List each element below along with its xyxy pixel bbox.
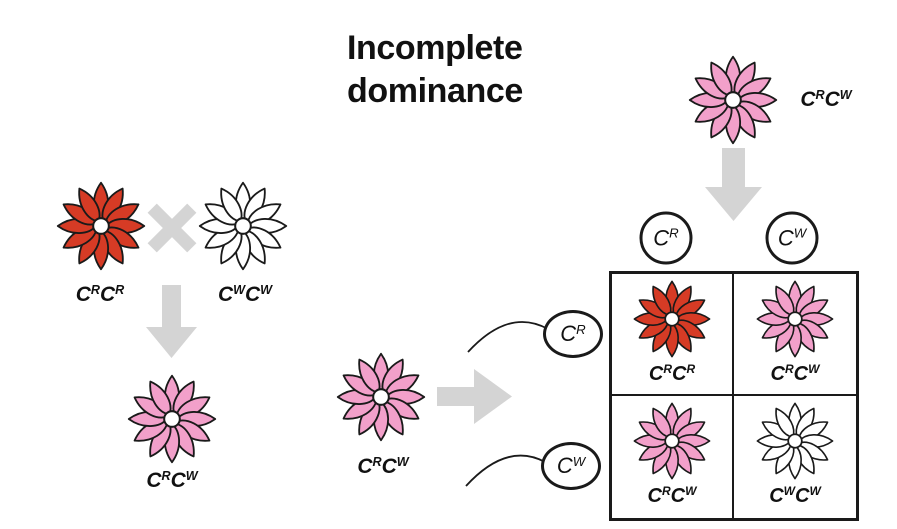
gene-symbol: C xyxy=(670,485,686,507)
punnett-parent-flower xyxy=(687,54,779,146)
gene-symbol: C xyxy=(381,455,397,478)
flower-icon xyxy=(633,280,711,358)
gene-symbol: C xyxy=(793,363,809,385)
gene-symbol: C xyxy=(560,321,577,346)
f1-self-flower xyxy=(335,351,427,443)
f1-flower xyxy=(126,373,218,465)
gene-symbol: C xyxy=(217,283,234,306)
cell-genotype-label: CRCW xyxy=(648,485,697,508)
cell-genotype-label: CWCW xyxy=(769,485,821,508)
punnett-square: CRCR CRCW CRCW CWCW xyxy=(609,271,859,521)
punnett-cell-flower xyxy=(755,401,835,481)
gene-symbol: C xyxy=(245,283,261,306)
allele-superscript: W xyxy=(783,484,795,499)
punnett-cell-3: CRCW xyxy=(612,396,734,518)
gene-symbol: C xyxy=(648,363,664,385)
gamete-curve-top xyxy=(467,321,549,353)
allele-superscript: R xyxy=(115,283,125,298)
column-gamete-circle-cr: CR xyxy=(639,211,693,265)
gamete-allele-label: CW xyxy=(778,225,806,251)
column-gamete-circle-cw: CW xyxy=(765,211,819,265)
gene-symbol: C xyxy=(146,469,162,492)
allele-superscript: W xyxy=(685,484,697,499)
allele-superscript: R xyxy=(669,225,679,241)
gene-symbol: C xyxy=(795,485,810,507)
punnett-cell-4: CWCW xyxy=(734,396,856,518)
allele-superscript: W xyxy=(396,455,409,470)
flower-icon xyxy=(756,402,834,480)
punnett-parent-genotype-label: CRCW xyxy=(800,88,851,112)
white-parent-flower xyxy=(197,180,289,272)
page-title: Incomplete dominance xyxy=(347,29,523,110)
cell-genotype-label: CRCR xyxy=(649,363,695,386)
p1-genotype-label: CRCR xyxy=(76,283,125,307)
flower-icon xyxy=(633,402,711,480)
flower-icon xyxy=(127,374,217,464)
allele-superscript: W xyxy=(809,484,821,499)
punnett-cell-flower xyxy=(632,401,712,481)
gamete-curve-bottom xyxy=(465,454,546,487)
allele-superscript: W xyxy=(839,88,852,103)
allele-superscript: R xyxy=(662,484,671,499)
allele-superscript: R xyxy=(576,321,586,337)
gene-symbol: C xyxy=(100,283,116,306)
flower-icon xyxy=(336,352,426,442)
right-arrow-icon xyxy=(437,369,512,424)
gene-symbol: C xyxy=(357,455,373,478)
punnett-cell-flower xyxy=(632,279,712,359)
gamete-circle-cw: CW xyxy=(541,442,601,490)
flower-icon xyxy=(56,181,146,271)
red-parent-flower xyxy=(55,180,147,272)
gene-symbol: C xyxy=(769,485,784,507)
allele-superscript: W xyxy=(260,283,273,298)
gamete-allele-label: CW xyxy=(557,453,585,479)
allele-superscript: W xyxy=(185,469,198,484)
f1-self-genotype-label: CRCW xyxy=(357,455,408,479)
gene-symbol: C xyxy=(824,88,840,111)
cross-icon xyxy=(146,202,198,254)
gene-symbol: C xyxy=(770,363,785,385)
gamete-circle-cr: CR xyxy=(543,310,603,358)
gene-symbol: C xyxy=(800,88,816,111)
allele-superscript: W xyxy=(808,362,820,377)
allele-superscript: R xyxy=(785,362,794,377)
allele-superscript: W xyxy=(793,225,807,241)
cell-genotype-label: CRCW xyxy=(771,363,820,386)
gene-symbol: C xyxy=(170,469,186,492)
allele-superscript: R xyxy=(90,283,100,298)
gene-symbol: C xyxy=(777,225,794,250)
flower-icon xyxy=(198,181,288,271)
gene-symbol: C xyxy=(672,363,687,385)
p2-genotype-label: CWCW xyxy=(218,283,272,307)
allele-superscript: R xyxy=(686,362,696,377)
allele-superscript: R xyxy=(663,362,672,377)
allele-superscript: W xyxy=(572,453,586,469)
flower-icon xyxy=(756,280,834,358)
punnett-cell-2: CRCW xyxy=(734,274,856,396)
punnett-cell-flower xyxy=(755,279,835,359)
flower-icon xyxy=(688,55,778,145)
allele-superscript: R xyxy=(815,88,825,103)
allele-superscript: R xyxy=(161,469,171,484)
gene-symbol: C xyxy=(556,453,573,478)
gene-symbol: C xyxy=(653,225,670,250)
gamete-allele-label: CR xyxy=(560,321,585,347)
allele-superscript: W xyxy=(233,283,245,298)
allele-superscript: R xyxy=(372,455,382,470)
f1-genotype-label: CRCW xyxy=(146,469,197,493)
punnett-down-arrow-icon xyxy=(705,148,762,221)
gene-symbol: C xyxy=(647,485,662,507)
gene-symbol: C xyxy=(75,283,91,306)
gamete-allele-label: CR xyxy=(653,225,678,251)
punnett-cell-1: CRCR xyxy=(612,274,734,396)
down-arrow-icon xyxy=(146,285,197,358)
